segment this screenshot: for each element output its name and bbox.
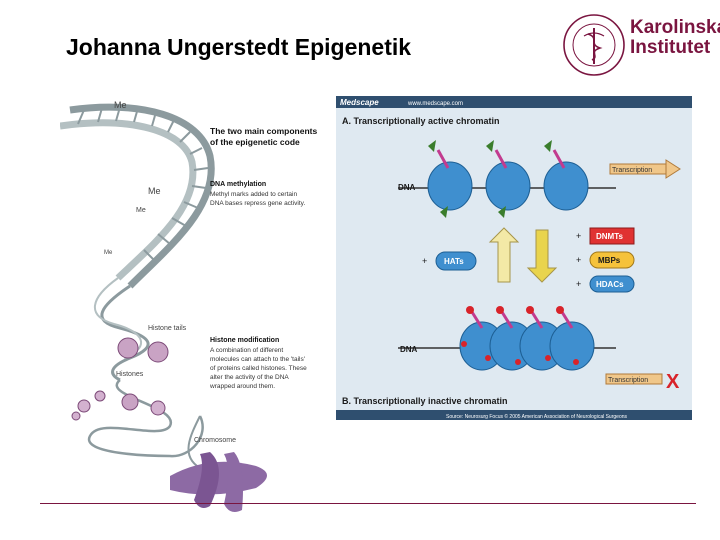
dna-helix <box>60 103 215 382</box>
section-a-title: A. Transcriptionally active chromatin <box>342 116 500 126</box>
me-label-2: Me <box>148 186 161 196</box>
chromosome-shape <box>170 415 267 512</box>
histone-modification-text-2: molecules can attach to the 'tails' <box>210 356 305 363</box>
section-b-title: B. Transcriptionally inactive chromatin <box>342 396 508 406</box>
dna-label-b: DNA <box>400 345 418 354</box>
histone-modification-text-5: wrapped around them. <box>209 383 275 390</box>
active-chromatin <box>398 140 681 218</box>
plus-hdacs: + <box>576 279 581 289</box>
plus-hats: + <box>422 256 427 266</box>
plus-mbps: + <box>576 255 581 265</box>
footer-divider <box>40 503 696 504</box>
inactive-chromatin <box>398 306 663 385</box>
histones-label: Histones <box>116 371 144 378</box>
me-label-1: Me <box>114 100 127 110</box>
hats-label: HATs <box>444 257 464 266</box>
histone-modification-text-3: of proteins called histones. These <box>210 365 307 372</box>
dna-methylation-text-1: Methyl marks added to certain <box>210 191 297 198</box>
hats-badge <box>435 251 477 271</box>
dna-methylation-text-2: DNA bases repress gene activity. <box>210 200 305 207</box>
chromosome-label: Chromosome <box>194 437 236 444</box>
enzyme-arrows <box>488 227 558 283</box>
histone-modification-title: Histone modification <box>210 337 279 344</box>
source-caption: Source: Neurosurg Focus © 2005 American … <box>446 413 628 420</box>
hdacs-label: HDACs <box>596 280 624 289</box>
dna-label-a: DNA <box>398 183 416 192</box>
medscape-url: www.medscape.com <box>407 101 463 107</box>
mbps-label: MBPs <box>598 256 621 265</box>
epigenetic-code-figure: Me Me Me Me Histone tails Histones Chrom… <box>60 100 317 512</box>
karolinska-seal-icon <box>563 14 625 76</box>
histone-modification-text-1: A combination of different <box>210 347 283 354</box>
figure-heading-line2: of the epigenetic code <box>210 137 300 147</box>
blocked-x-mark: X <box>666 371 680 393</box>
mbps-badge <box>589 251 635 269</box>
dnmts-label: DNMTs <box>596 232 624 241</box>
histone-tails-label: Histone tails <box>148 325 187 332</box>
chromatin-figure: Medscape www.medscape.com A. Transcripti… <box>336 96 692 420</box>
logo-name-line2: Institutet <box>630 37 711 58</box>
dnmts-badge <box>589 227 635 245</box>
me-label-4: Me <box>104 250 113 256</box>
slide-title: Johanna Ungerstedt Epigenetik <box>66 34 412 60</box>
plus-dnmts: + <box>576 231 581 241</box>
transcription-label-a: Transcription <box>612 167 652 174</box>
medscape-brand: Medscape <box>340 98 379 107</box>
histone-modification-text-4: alter the activity of the DNA <box>210 374 289 381</box>
logo-name-line1: Karolinska <box>630 17 720 38</box>
histone-beads <box>71 337 204 458</box>
figure-heading-line1: The two main components <box>210 126 317 136</box>
transcription-label-b: Transcription <box>608 377 648 384</box>
hdacs-badge <box>589 275 635 293</box>
me-label-3: Me <box>136 207 146 214</box>
dna-methylation-title: DNA methylation <box>210 181 266 188</box>
